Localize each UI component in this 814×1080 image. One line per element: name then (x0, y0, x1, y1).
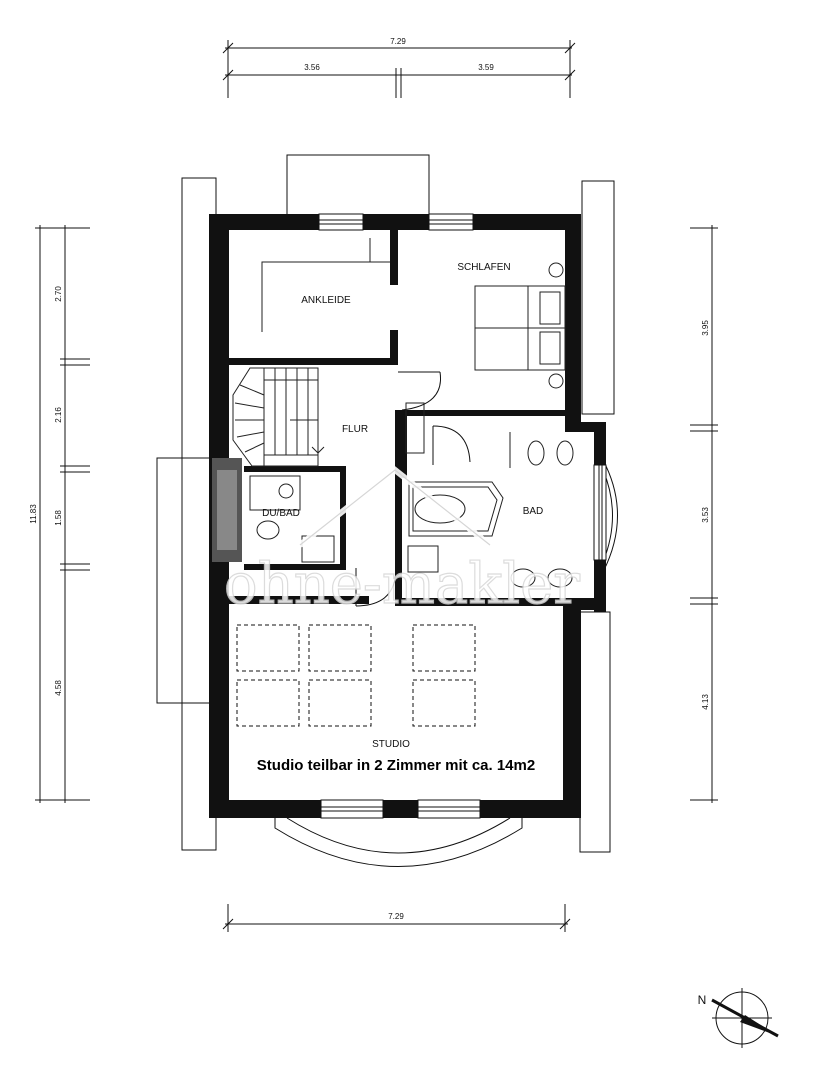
wall-ankleide-bottom (229, 358, 393, 365)
wall-studio-top-left (229, 596, 369, 604)
left-dimension-chain: 11.83 2.70 2.16 1.58 4.58 (29, 225, 90, 803)
wall-right-upper (565, 214, 581, 426)
dim-left-total: 11.83 (29, 504, 38, 524)
bay-window-bottom-outer (274, 818, 523, 867)
room-label-du-bad: DU/BAD (262, 508, 300, 519)
top-balcony (286, 154, 430, 216)
wall-ankleide-right-lower (390, 330, 398, 365)
windows (318, 213, 607, 819)
room-label-schlafen: SCHLAFEN (457, 262, 510, 273)
dim-top-total: 7.29 (390, 37, 406, 46)
dim-left-1: 2.70 (54, 286, 63, 302)
studio-skylights (236, 624, 476, 727)
studio-note: Studio teilbar in 2 Zimmer mit ca. 14m2 (257, 757, 535, 774)
wall-duschbad-top (244, 466, 344, 472)
bed (474, 262, 566, 389)
wall-right-lower (563, 598, 581, 818)
dim-right-1: 3.95 (701, 320, 710, 336)
room-labels: ANKLEIDE SCHLAFEN FLUR DU/BAD BAD STUDIO (262, 262, 543, 750)
wall-bottom (209, 800, 581, 818)
wall-bad-bottom (395, 598, 565, 606)
wall-schlafen-bottom (395, 410, 565, 416)
watermark-text: ohne-makler (224, 552, 580, 617)
dim-right-3: 4.13 (701, 694, 710, 710)
dim-right-2: 3.53 (701, 507, 710, 523)
dim-bottom-total: 7.29 (388, 912, 404, 921)
wall-bad-bottom-right (563, 598, 606, 610)
bay-window-bottom-inner (286, 817, 511, 854)
doors (355, 371, 471, 607)
bay-window-bad-outer (602, 459, 618, 573)
room-label-bad: BAD (523, 506, 544, 517)
staircase (232, 367, 325, 467)
compass: N (698, 988, 779, 1048)
wall-bad-left-thick (395, 416, 407, 478)
wall-top (209, 214, 581, 230)
bad-fixtures (405, 402, 574, 588)
ankleide-fixtures (261, 238, 390, 332)
wall-ankleide-right-upper (390, 230, 398, 285)
right-roof-overhang-bottom (579, 611, 611, 853)
inner-walls (229, 230, 565, 606)
right-dimension-chain: 3.95 3.53 4.13 (690, 225, 718, 803)
wall-bad-left (395, 410, 402, 606)
duschbad-fixtures (249, 475, 335, 563)
dim-left-2: 2.16 (54, 407, 63, 423)
left-dormer (156, 457, 211, 704)
room-label-studio: STUDIO (372, 739, 410, 750)
wall-bad-top-right (565, 422, 606, 432)
room-label-flur: FLUR (342, 424, 368, 435)
top-dimension-chain: 7.29 3.56 3.59 (222, 37, 576, 98)
watermark: ohne-makler (223, 466, 581, 618)
bottom-dimension: 7.29 (222, 904, 571, 932)
dim-top-right: 3.59 (478, 63, 494, 72)
compass-north-label: N (698, 993, 707, 1007)
wall-duschbad-bottom (244, 564, 344, 570)
dim-left-4: 4.58 (54, 680, 63, 696)
wall-duschbad-right (340, 466, 346, 570)
dim-top-left: 3.56 (304, 63, 320, 72)
right-roof-overhang-top (581, 180, 615, 415)
chimney-shaft (212, 458, 242, 562)
dim-left-3: 1.58 (54, 510, 63, 526)
room-label-ankleide: ANKLEIDE (301, 295, 351, 306)
